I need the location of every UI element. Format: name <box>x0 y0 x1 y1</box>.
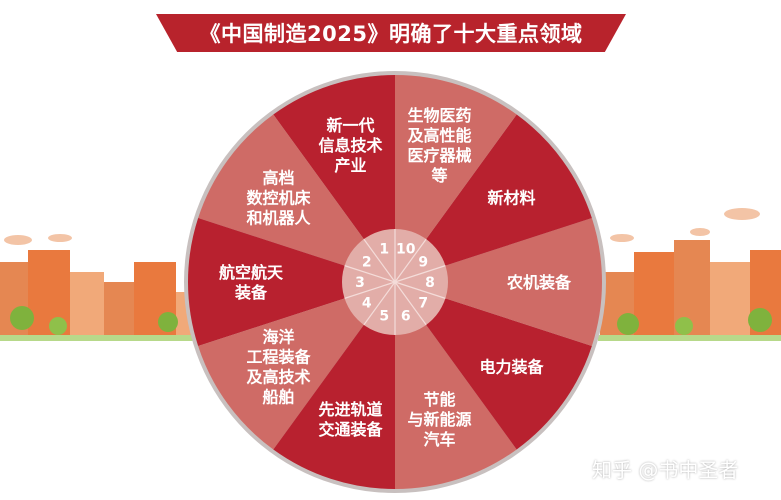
sector-label-8: 农机装备 <box>506 273 572 292</box>
building <box>634 252 674 337</box>
sector-labels: 新一代信息技术产业高档数控机床和机器人航空航天装备海洋工程装备及高技术船舶先进轨… <box>219 106 572 449</box>
sector-label-7: 电力装备 <box>479 358 544 377</box>
sector-number-7: 7 <box>418 296 428 312</box>
sector-label-5: 先进轨道交通装备 <box>318 400 383 439</box>
hub-divider <box>344 265 396 283</box>
sector-4 <box>198 282 395 450</box>
building <box>70 272 104 337</box>
sector-label-1: 新一代信息技术产业 <box>318 116 382 175</box>
page-title: 《中国制造2025》明确了十大重点领域 <box>199 22 583 46</box>
sector-number-4: 4 <box>362 296 372 312</box>
hub-divider <box>394 238 427 283</box>
sector-number-5: 5 <box>379 308 389 324</box>
building <box>104 282 134 337</box>
tree <box>675 317 693 335</box>
hub-divider <box>394 281 446 299</box>
sector-6 <box>395 282 517 489</box>
sector-3 <box>187 218 395 346</box>
sector-number-1: 1 <box>379 242 389 258</box>
sector-number-10: 10 <box>396 242 416 258</box>
ground <box>0 335 200 341</box>
watermark-text: 知乎 @书中圣者 <box>592 458 739 482</box>
hub-divider <box>344 281 396 299</box>
cloud <box>724 208 760 220</box>
title-banner: 《中国制造2025》明确了十大重点领域 <box>156 14 626 52</box>
sector-10 <box>395 75 517 282</box>
sector-1 <box>273 75 395 282</box>
left-city-decoration <box>0 234 200 341</box>
sector-label-6: 节能与新能源汽车 <box>407 390 471 449</box>
building <box>710 262 750 337</box>
sector-label-3: 航空航天装备 <box>219 263 284 302</box>
sector-8 <box>395 218 603 346</box>
hub-divider <box>394 265 446 283</box>
cloud <box>690 228 710 236</box>
sector-number-6: 6 <box>401 308 411 324</box>
sector-label-4: 海洋工程装备及高技术船舶 <box>246 328 311 407</box>
sector-5 <box>273 282 395 489</box>
tree <box>748 308 772 332</box>
right-city-decoration <box>598 208 781 341</box>
cloud <box>48 234 72 242</box>
tree <box>617 313 639 335</box>
sector-label-10: 生物医药及高性能医疗器械等 <box>407 106 471 185</box>
sector-number-8: 8 <box>425 275 435 291</box>
sector-7 <box>395 282 592 450</box>
cloud <box>4 235 32 245</box>
tree <box>10 306 34 330</box>
sector-9 <box>395 114 592 282</box>
pie-wheel <box>184 71 606 493</box>
cloud <box>610 234 634 242</box>
tree <box>49 317 67 335</box>
sector-2 <box>198 114 395 282</box>
sector-number-9: 9 <box>418 254 428 270</box>
sector-number-2: 2 <box>362 254 372 270</box>
ground <box>598 335 781 341</box>
sector-label-2: 高档数控机床和机器人 <box>246 168 311 227</box>
sector-label-9: 新材料 <box>487 188 535 207</box>
sector-number-3: 3 <box>355 275 365 291</box>
hub-divider <box>394 281 427 326</box>
hub-divider <box>363 238 396 283</box>
hub-divider <box>363 281 396 326</box>
tree <box>158 312 178 332</box>
